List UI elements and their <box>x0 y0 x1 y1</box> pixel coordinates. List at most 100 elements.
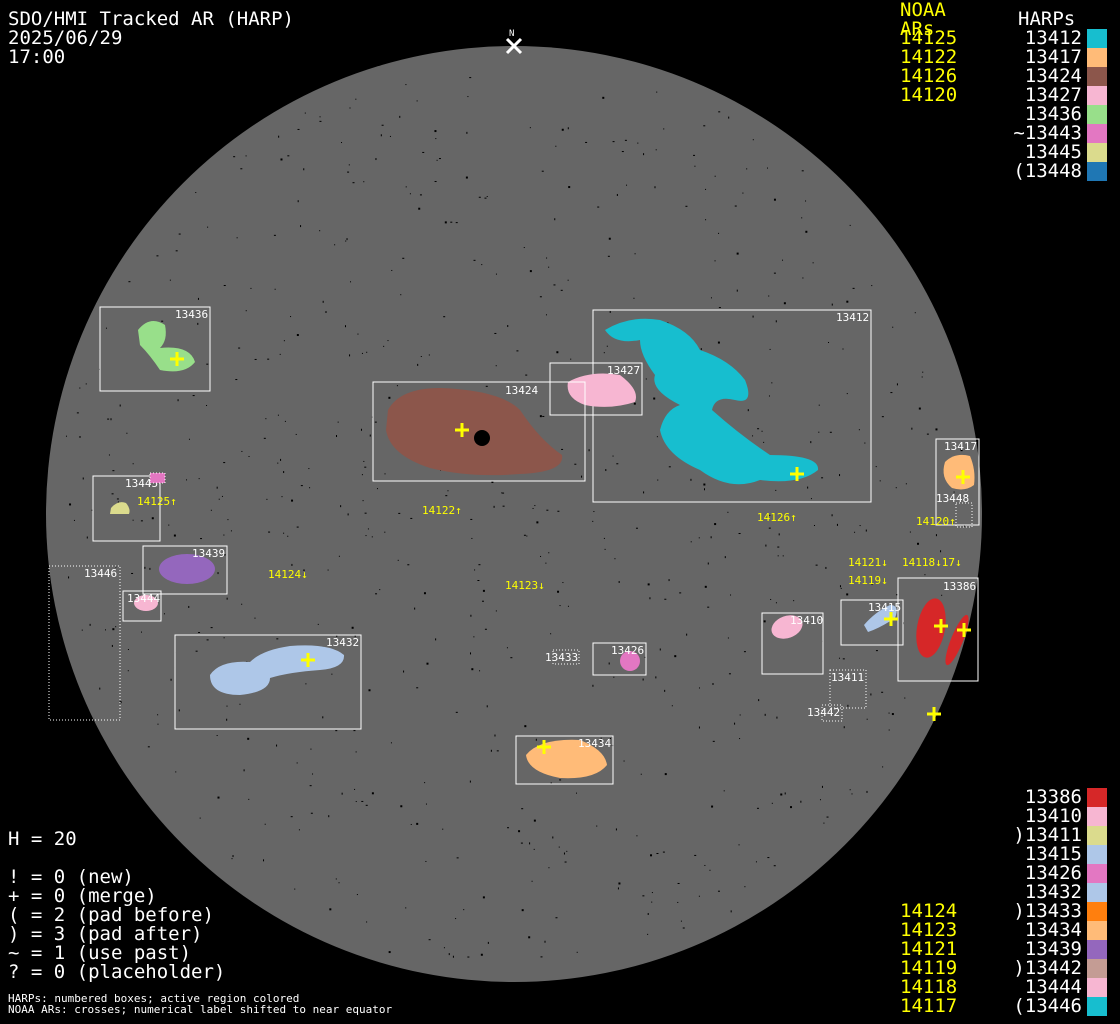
harp-13411[interactable]: 13411 <box>829 669 867 709</box>
sunspot-dot <box>922 371 924 373</box>
noaa-number: 14123 <box>900 919 958 941</box>
sunspot-dot <box>730 910 732 913</box>
sunspot-dot <box>782 259 784 261</box>
sunspot-dot <box>617 887 619 890</box>
sunspot-dot <box>277 414 279 416</box>
sunspot-dot <box>435 138 437 140</box>
sunspot-dot <box>402 257 405 259</box>
harp-number: )13411 <box>1013 824 1082 846</box>
harp-13433[interactable]: 13433 <box>545 649 580 665</box>
region-13426 <box>620 651 640 671</box>
sunspot-dot <box>710 536 712 539</box>
sunspot-dot <box>616 193 618 196</box>
harp-13442[interactable]: 13442 <box>807 704 843 722</box>
sunspot-dot <box>116 498 119 500</box>
sunspot-dot <box>177 399 179 402</box>
footnote-noaa: NOAA ARs: crosses; numerical label shift… <box>8 1003 393 1016</box>
noaa-label-14120: 14120↑ <box>916 515 956 528</box>
color-swatch <box>1087 29 1107 48</box>
sunspot-dot <box>567 279 569 281</box>
harp-number: 13427 <box>1024 84 1082 106</box>
sunspot-dot <box>704 488 706 491</box>
sunspot-dot <box>132 463 134 465</box>
harp-13426[interactable]: 13426 <box>592 642 647 676</box>
sunspot-dot <box>163 613 165 615</box>
color-swatch <box>1087 978 1107 997</box>
region-13415 <box>864 605 897 632</box>
sunspot-dot <box>303 168 305 171</box>
sunspot-dot <box>744 886 746 888</box>
sunspot-dot <box>769 348 771 350</box>
sunspot-dot <box>82 477 84 480</box>
sunspot-dot <box>173 534 176 537</box>
harp-13410[interactable]: 13410 <box>761 611 824 675</box>
legend-row: 13426 <box>900 864 1107 883</box>
harp-13444[interactable]: 13444 <box>122 590 162 622</box>
sunspot-dot <box>81 629 83 631</box>
sunspot-dot <box>698 537 700 539</box>
sunspot-dot <box>882 766 884 768</box>
harp-13432[interactable]: 13432 <box>174 634 362 730</box>
sunspot-dot <box>829 431 832 433</box>
harp-13434[interactable]: 13434 <box>515 735 614 785</box>
sunspot-dot <box>712 740 715 742</box>
sunspot-dot <box>471 668 474 671</box>
sunspot-dot <box>78 436 81 438</box>
sunspot-dot <box>544 940 546 943</box>
sunspot-dot <box>634 253 636 255</box>
sunspot-dot <box>217 796 220 799</box>
harp-13417[interactable]: 13417 <box>935 438 980 526</box>
sunspot-dot <box>254 617 256 619</box>
color-swatch <box>1087 959 1107 978</box>
sunspot-dot <box>851 793 853 795</box>
harp-13424[interactable]: 13424 <box>372 381 586 482</box>
sunspot-dot <box>481 600 484 602</box>
sunspot-dot <box>821 785 823 788</box>
harp-13439[interactable]: 13439 <box>142 545 228 595</box>
sunspot-dot <box>99 687 101 690</box>
sunspot-dot <box>736 289 738 292</box>
harp-13448[interactable]: 13448 <box>936 492 973 528</box>
footnote-harps: HARPs: numbered boxes; active region col… <box>8 992 300 1005</box>
sunspot-dot <box>399 115 401 118</box>
harp-label: 13439 <box>192 547 225 560</box>
date: 2025/06/29 <box>8 27 123 49</box>
sunspot-dot <box>355 98 357 100</box>
sunspot-dot <box>574 463 577 465</box>
sunspot-dot <box>533 819 536 822</box>
sunspot-dot <box>434 181 437 183</box>
sunspot-dot <box>245 310 247 312</box>
sunspot-dot <box>495 273 497 275</box>
harp-13446[interactable]: 13446 <box>48 565 121 721</box>
sunspot-dot <box>664 689 666 692</box>
sunspot-dot <box>291 499 294 502</box>
sunspot-dot <box>555 145 557 147</box>
region-13410 <box>771 615 803 639</box>
sunspot-dot <box>207 226 209 228</box>
sunspot-dot <box>682 927 685 929</box>
sunspot-dot <box>624 139 627 141</box>
harp-13415[interactable]: 13415 <box>840 599 904 646</box>
sunspot-dot <box>743 651 746 653</box>
sunspot-dot <box>711 683 714 685</box>
sunspot-dot <box>767 857 770 859</box>
sunspot-dot <box>826 816 829 818</box>
sunspot-dot <box>290 316 292 318</box>
sunspot-dot <box>655 149 657 151</box>
harp-number: 13439 <box>1024 938 1082 960</box>
sunspot-dot <box>210 627 213 629</box>
sunspot-dot <box>805 230 808 233</box>
sunspot-dot <box>698 895 700 897</box>
sunspot-dot <box>734 722 736 725</box>
legend-row: 14124)13433 <box>900 902 1107 921</box>
sunspot-dot <box>724 556 726 559</box>
sunspot-dot <box>361 352 363 354</box>
sunspot-dot <box>157 723 159 725</box>
harp-13445[interactable]: 13445 <box>92 472 166 542</box>
sunspot-dot <box>254 358 257 360</box>
sunspot-dot <box>223 554 226 556</box>
harp-box <box>174 634 362 730</box>
color-swatch <box>1087 143 1107 162</box>
sunspot-dot <box>926 433 929 435</box>
